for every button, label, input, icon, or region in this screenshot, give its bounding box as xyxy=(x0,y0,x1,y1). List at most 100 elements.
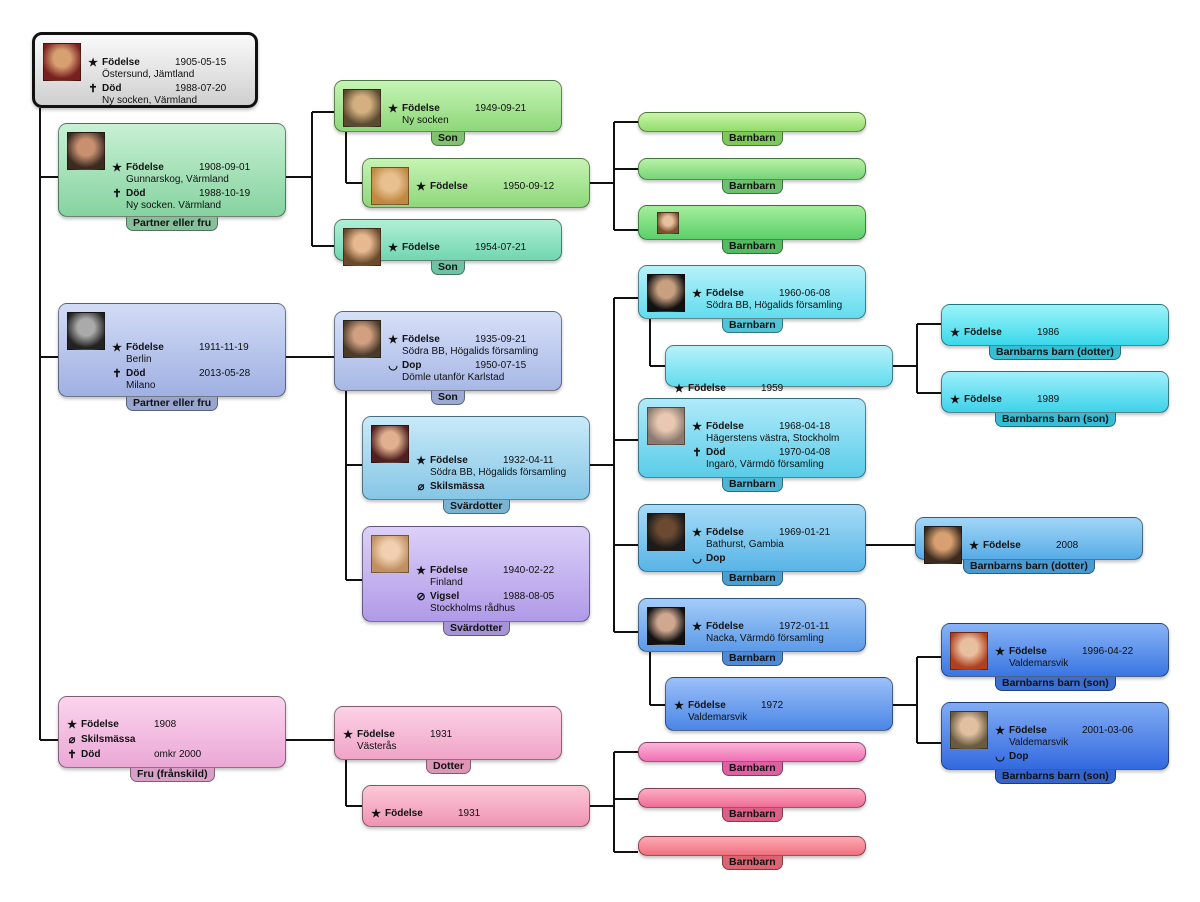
event-label: Död xyxy=(126,188,146,199)
event-divorce: ⌀Skilsmässa xyxy=(66,734,277,760)
event-label: Födelse xyxy=(706,621,744,632)
person-photo xyxy=(647,513,685,551)
event-place: Ingarö, Värmdö församling xyxy=(706,459,824,470)
person-photo xyxy=(67,312,105,350)
person-card-torkel[interactable] xyxy=(638,836,866,856)
event-date: 1949-09-21 xyxy=(475,103,527,114)
event-place: Finland xyxy=(430,577,463,588)
event-place: Bathurst, Gambia xyxy=(706,539,784,550)
event-label: Födelse xyxy=(126,342,164,353)
person-photo xyxy=(647,274,685,312)
person-photo xyxy=(343,89,381,127)
star-icon: ★ xyxy=(388,334,398,346)
marriage-icon: ⊘ xyxy=(416,591,426,603)
event-label: Födelse xyxy=(402,334,440,345)
person-card-malin[interactable] xyxy=(638,205,866,240)
star-icon: ★ xyxy=(995,646,1005,658)
event-label: Födelse xyxy=(81,719,119,730)
relation-label: Barnbarns barn (son) xyxy=(995,770,1116,784)
event-place: Södra BB, Högalids församling xyxy=(402,346,539,357)
dop-icon: ◡ xyxy=(388,360,398,372)
person-photo xyxy=(343,320,381,358)
person-card-ragnar[interactable] xyxy=(638,788,866,808)
star-icon: ★ xyxy=(343,729,353,741)
event-label: Födelse xyxy=(706,421,744,432)
event-date: 1935-09-21 xyxy=(475,334,527,345)
star-icon: ★ xyxy=(388,242,398,254)
event-date: 2008 xyxy=(1056,540,1079,551)
relation-label: Barnbarn xyxy=(722,240,783,254)
person-photo xyxy=(371,535,409,573)
cross-icon: ✝ xyxy=(88,83,98,95)
event-label: Födelse xyxy=(983,540,1021,551)
event-label: Födelse xyxy=(126,162,164,173)
event-place: Stockholms rådhus xyxy=(430,603,516,614)
event-label: Födelse xyxy=(430,181,468,192)
star-icon: ★ xyxy=(112,342,122,354)
event-date: 1988-10-19 xyxy=(199,188,251,199)
event-place: Dömle utanför Karlstad xyxy=(402,372,505,383)
event-label: Födelse xyxy=(688,700,726,711)
event-date: 2001-03-06 xyxy=(1082,725,1134,736)
event-place: Södra BB, Högalids församling xyxy=(430,467,567,478)
event-date: 1970-04-08 xyxy=(779,447,831,458)
event-label: Dop xyxy=(1009,751,1029,762)
event-place: Gunnarskog, Värmland xyxy=(126,174,229,185)
event-date: 1905-05-15 xyxy=(175,57,227,68)
event-label: Död xyxy=(102,83,122,94)
event-date: 1932-04-11 xyxy=(503,455,554,466)
star-icon: ★ xyxy=(692,621,702,633)
event-place: Ny socken xyxy=(402,115,449,126)
person-card-q5[interactable] xyxy=(638,742,866,762)
relation-label: Barnbarns barn (son) xyxy=(995,413,1116,427)
relation-label: Barnbarn xyxy=(722,180,783,194)
cross-icon: ✝ xyxy=(112,368,122,380)
star-icon: ★ xyxy=(112,162,122,174)
person-card-bjorn[interactable] xyxy=(638,112,866,132)
star-icon: ★ xyxy=(416,181,426,193)
event-date: omkr 2000 xyxy=(154,749,202,760)
star-icon: ★ xyxy=(416,565,426,577)
person-photo xyxy=(67,132,105,170)
person-card-karin[interactable] xyxy=(638,158,866,180)
event-label: Skilsmässa xyxy=(430,481,485,492)
relation-label: Barnbarn xyxy=(722,652,783,666)
event-date: 1988-08-05 xyxy=(503,591,555,602)
cross-icon: ✝ xyxy=(112,188,122,200)
relation-label: Barnbarn xyxy=(722,319,783,333)
event-date: 1931 xyxy=(458,808,481,819)
